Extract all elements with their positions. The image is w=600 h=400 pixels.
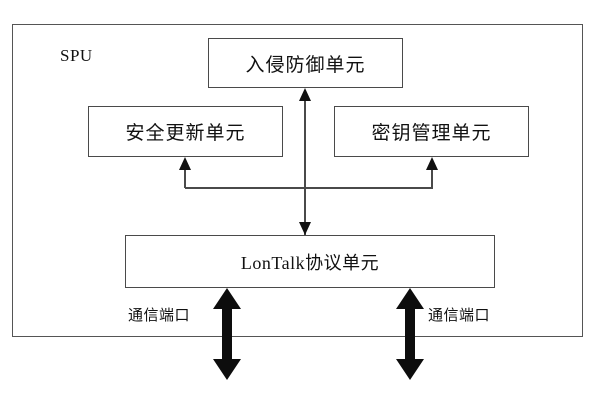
- connector-arrowhead-to-key-management: [426, 157, 438, 170]
- port-label-right: 通信端口: [428, 308, 491, 324]
- connector-spine-vertical: [304, 101, 306, 235]
- connector-riser-right: [431, 170, 433, 188]
- spu-label: SPU: [60, 46, 93, 65]
- unit-box-lontalk-protocol: LonTalk协议单元: [125, 235, 495, 288]
- spu-container-boundary: [12, 24, 583, 337]
- unit-box-security-update: 安全更新单元: [88, 106, 283, 157]
- port-label-left: 通信端口: [128, 308, 191, 324]
- connector-bus-horizontal: [185, 187, 433, 189]
- connector-arrowhead-to-lontalk: [299, 222, 311, 235]
- connector-arrowhead-to-intrusion-prevention: [299, 88, 311, 101]
- unit-box-intrusion-prevention: 入侵防御单元: [208, 38, 403, 88]
- port-arrow-left: [212, 288, 242, 380]
- port-arrow-right: [395, 288, 425, 380]
- unit-box-key-management: 密钥管理单元: [334, 106, 529, 157]
- connector-arrowhead-to-security-update: [179, 157, 191, 170]
- connector-riser-left: [184, 170, 186, 188]
